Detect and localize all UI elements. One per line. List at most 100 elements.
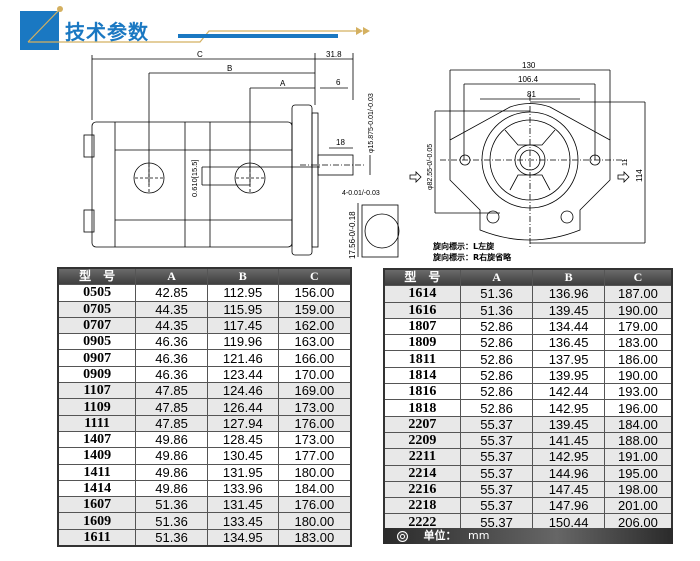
a-cell: 51.36 <box>459 301 534 319</box>
a-cell: 49.86 <box>135 463 208 481</box>
header-model: 型 号 <box>383 268 461 287</box>
unit-footer: 单位： mm <box>383 528 673 544</box>
c-cell: 163.00 <box>277 333 352 351</box>
model-cell: 1816 <box>383 383 461 401</box>
model-cell: 0705 <box>57 300 137 318</box>
b-cell: 133.45 <box>206 512 279 530</box>
c-cell: 159.00 <box>277 300 352 318</box>
c-cell: 201.00 <box>603 497 673 515</box>
b-cell: 142.95 <box>532 399 605 417</box>
c-cell: 206.00 <box>603 513 673 532</box>
c-cell: 177.00 <box>277 447 352 465</box>
b-cell: 139.95 <box>532 366 605 385</box>
a-cell: 55.37 <box>459 448 534 466</box>
b-cell: 136.96 <box>532 285 605 303</box>
a-cell: 49.86 <box>135 447 208 465</box>
dot-icon <box>57 6 63 12</box>
model-cell: 2207 <box>383 415 461 433</box>
b-cell: 131.95 <box>206 463 279 481</box>
b-cell: 130.45 <box>206 447 279 465</box>
model-cell: 1111 <box>57 414 137 432</box>
b-cell: 117.45 <box>206 316 279 335</box>
dim-18: 18 <box>336 138 345 147</box>
b-cell: 128.45 <box>206 430 279 449</box>
a-cell: 42.85 <box>135 284 208 302</box>
a-cell: 47.85 <box>135 398 208 416</box>
shaft-diameter: φ15.875-0.01/-0.03 <box>368 93 375 153</box>
b-cell: 137.95 <box>532 350 605 368</box>
model-cell: 1814 <box>383 366 461 385</box>
c-cell: 176.00 <box>277 496 352 514</box>
rotation-note-left: 旋向標示：L左旋 <box>433 242 495 251</box>
model-cell: 1607 <box>57 496 137 514</box>
dim-a: A <box>280 79 286 88</box>
b-cell: 141.45 <box>532 431 605 450</box>
b-cell: 142.95 <box>532 448 605 466</box>
header-a: A <box>459 268 534 287</box>
unit-label: 单位： <box>423 529 457 542</box>
c-cell: 187.00 <box>603 285 673 303</box>
c-cell: 180.00 <box>277 463 352 481</box>
inlet-arrow-icon <box>409 171 422 183</box>
b-cell: 127.94 <box>206 414 279 432</box>
unit-value: mm <box>468 529 490 542</box>
c-cell: 166.00 <box>277 349 352 367</box>
c-cell: 162.00 <box>277 316 352 335</box>
model-cell: 0907 <box>57 349 137 367</box>
model-cell: 0905 <box>57 333 137 351</box>
c-cell: 183.00 <box>277 528 352 547</box>
model-cell: 1809 <box>383 334 461 352</box>
b-cell: 133.96 <box>206 479 279 498</box>
model-cell: 2211 <box>383 448 461 466</box>
b-cell: 112.95 <box>206 284 279 302</box>
model-cell: 1411 <box>57 463 137 481</box>
model-cell: 2216 <box>383 480 461 499</box>
dim-31-8: 31.8 <box>326 50 342 59</box>
a-cell: 52.86 <box>459 383 534 401</box>
b-cell: 136.45 <box>532 334 605 352</box>
arrow-icon <box>356 27 363 35</box>
model-cell: 1811 <box>383 350 461 368</box>
b-cell: 142.44 <box>532 383 605 401</box>
c-cell: 176.00 <box>277 414 352 432</box>
header-model: 型 号 <box>57 267 137 286</box>
key-width: 4-0.01/-0.03 <box>342 190 380 197</box>
b-cell: 134.95 <box>206 528 279 547</box>
b-cell: 134.44 <box>532 317 605 336</box>
dim-11: 11 <box>622 159 629 166</box>
a-cell: 49.86 <box>135 479 208 498</box>
c-cell: 188.00 <box>603 431 673 450</box>
a-cell: 44.35 <box>135 316 208 335</box>
b-cell: 144.96 <box>532 464 605 482</box>
b-cell: 115.95 <box>206 300 279 318</box>
model-cell: 1616 <box>383 301 461 319</box>
a-cell: 52.86 <box>459 399 534 417</box>
page-title: 技术参数 <box>65 20 149 44</box>
model-cell: 1818 <box>383 399 461 417</box>
c-cell: 173.00 <box>277 398 352 416</box>
front-view-drawing: 130 106.4 81 φ82.55-0/-0.05 114 11 <box>409 61 646 248</box>
b-cell: 147.96 <box>532 497 605 515</box>
a-cell: 51.36 <box>459 285 534 303</box>
a-cell: 55.37 <box>459 480 534 499</box>
a-cell: 55.37 <box>459 513 534 532</box>
b-cell: 131.45 <box>206 496 279 514</box>
a-cell: 51.36 <box>135 528 208 547</box>
port-offset: 0.610[15.5] <box>190 159 199 197</box>
